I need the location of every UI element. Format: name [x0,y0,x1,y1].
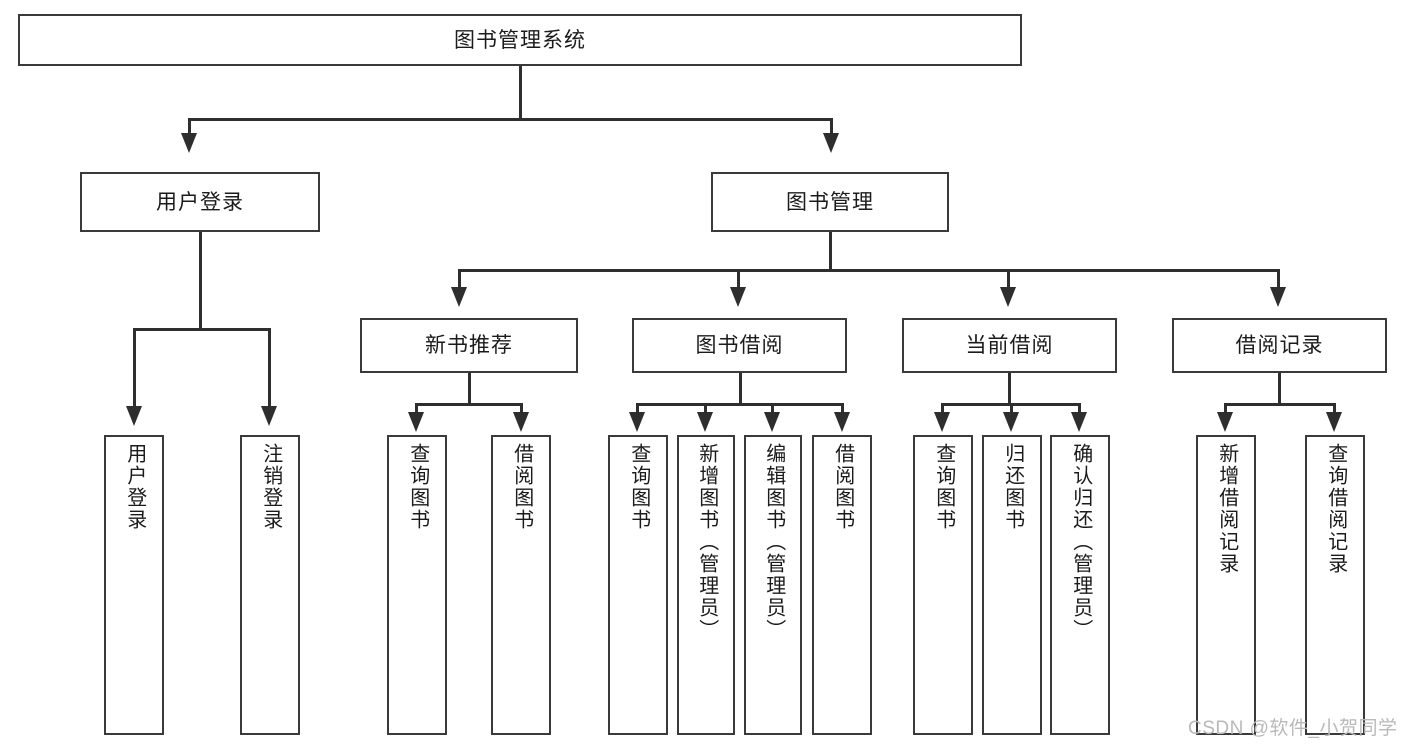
arrowhead-query-book-3 [934,412,950,432]
connector-drop-book-borrow [737,269,740,289]
connector-level2-bus [188,118,833,121]
connector-user-login-stem [199,232,202,330]
arrowhead-add-book [697,412,713,432]
connector-drop-book-manage [830,118,833,137]
node-label: 查询图书 [932,443,955,531]
leaf-query-borrow-record[interactable]: 查询借阅记录 [1305,435,1365,735]
node-label: 图书管理系统 [454,28,586,52]
connector-drop-query-book-2 [636,403,639,415]
arrowhead-borrow-book-1 [513,412,529,432]
node-label: 新增借阅记录 [1215,443,1238,575]
arrowhead-query-book-2 [629,412,645,432]
node-label: 借阅记录 [1235,334,1324,357]
connector-drop-current-borrow [1007,269,1010,289]
leaf-user-login[interactable]: 用户登录 [104,435,164,735]
connector-current-borrow-stem [1008,373,1011,405]
node-label: 图书管理 [786,190,874,214]
arrowhead-edit-book [764,412,780,432]
connector-drop-query-record [1333,403,1336,415]
connector-book-manage-stem [829,232,832,272]
leaf-add-borrow-record[interactable]: 新增借阅记录 [1196,435,1256,735]
node-current-borrow[interactable]: 当前借阅 [902,318,1117,373]
node-label: 用户登录 [156,190,244,214]
connector-drop-edit-book [771,403,774,415]
leaf-borrow-book-borrow[interactable]: 借阅图书 [812,435,872,735]
connector-drop-borrow-book-1 [520,403,523,415]
arrowhead-user-login [181,133,197,153]
node-label: 确认归还（管理员） [1069,443,1092,641]
connector-drop-return-book [1010,403,1013,415]
node-borrow-record[interactable]: 借阅记录 [1172,318,1387,373]
node-label: 查询图书 [406,443,429,531]
arrowhead-leaf-user-login [126,406,142,426]
node-label: 新书推荐 [425,334,513,357]
node-label: 查询图书 [627,443,650,531]
node-label: 查询借阅记录 [1324,443,1347,575]
node-label: 新增图书（管理员） [695,443,718,641]
node-user-login[interactable]: 用户登录 [80,172,320,232]
arrowhead-query-record [1326,412,1342,432]
arrowhead-borrow-book-2 [834,412,850,432]
node-label: 注销登录 [259,443,282,531]
connector-drop-new-book-recommend [458,269,461,289]
connector-book-borrow-stem [739,373,742,405]
connector-drop-borrow-record [1277,269,1280,289]
leaf-query-book-current[interactable]: 查询图书 [913,435,973,735]
connector-user-login-bus [133,328,271,331]
node-book-borrow[interactable]: 图书借阅 [632,318,847,373]
leaf-query-book-borrow[interactable]: 查询图书 [608,435,668,735]
connector-level3-bus [458,269,1280,272]
connector-drop-confirm-return [1078,403,1081,415]
connector-drop-leaf-user-login [133,328,136,408]
connector-drop-add-record [1224,403,1227,415]
leaf-edit-book-admin[interactable]: 编辑图书（管理员） [744,435,802,735]
arrowhead-confirm-return [1071,412,1087,432]
node-label: 当前借阅 [965,334,1054,357]
connector-drop-user-login [188,118,191,137]
arrowhead-query-book-1 [408,412,424,432]
node-label: 借阅图书 [831,443,854,531]
arrowhead-book-borrow [730,287,746,307]
connector-drop-query-book-1 [415,403,418,415]
arrowhead-new-book-recommend [451,287,467,307]
connector-drop-query-book-3 [941,403,944,415]
connector-drop-add-book [704,403,707,415]
connector-borrow-record-bus [1224,403,1336,406]
connector-new-book-recommend-bus [415,403,523,406]
leaf-query-book-recommend[interactable]: 查询图书 [387,435,447,735]
arrowhead-return-book [1003,412,1019,432]
arrowhead-add-record [1217,412,1233,432]
leaf-logout-login[interactable]: 注销登录 [240,435,300,735]
leaf-return-book[interactable]: 归还图书 [982,435,1042,735]
node-book-manage[interactable]: 图书管理 [711,172,949,232]
node-label: 图书借阅 [695,334,784,357]
node-root-book-management-system[interactable]: 图书管理系统 [18,14,1022,66]
arrowhead-current-borrow [1000,287,1016,307]
leaf-confirm-return-admin[interactable]: 确认归还（管理员） [1050,435,1110,735]
connector-root-stem [519,66,522,120]
connector-drop-borrow-book-2 [841,403,844,415]
node-new-book-recommend[interactable]: 新书推荐 [360,318,578,373]
connector-book-borrow-bus [636,403,844,406]
connector-borrow-record-stem [1278,373,1281,405]
node-label: 归还图书 [1001,443,1024,531]
node-label: 用户登录 [123,443,146,531]
node-label: 借阅图书 [510,443,533,531]
connector-drop-leaf-logout [268,328,271,408]
arrowhead-borrow-record [1270,287,1286,307]
arrowhead-book-manage [823,133,839,153]
node-label: 编辑图书（管理员） [762,443,785,641]
leaf-add-book-admin[interactable]: 新增图书（管理员） [677,435,735,735]
leaf-borrow-book-recommend[interactable]: 借阅图书 [491,435,551,735]
connector-new-book-recommend-stem [468,373,471,405]
arrowhead-leaf-logout [261,406,277,426]
